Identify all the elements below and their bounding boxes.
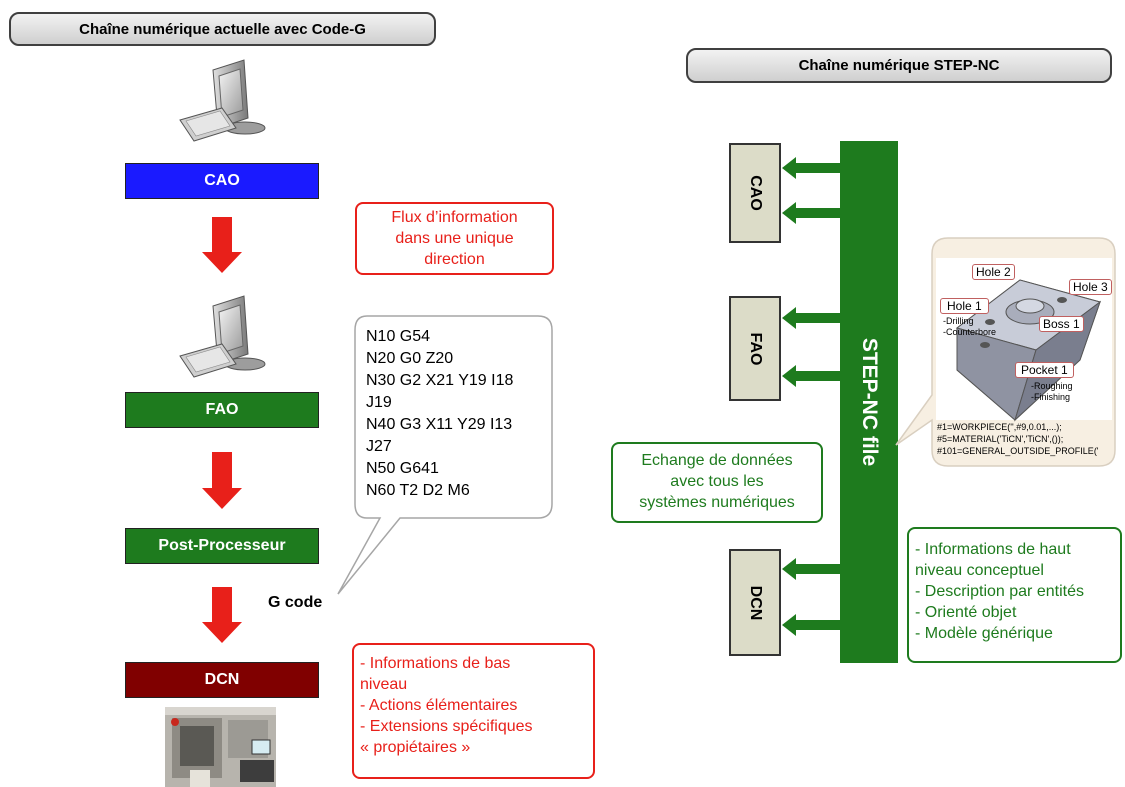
step-nc-bus [840,141,898,663]
step-fao: FAO [125,392,319,428]
op-line: -Roughing [1031,381,1073,391]
step-label: CAO [204,172,240,189]
gcode-line: N40 G3 X11 Y29 I13 [366,416,513,433]
double-arrow-icon [782,614,840,636]
note-line: - Actions élémentaires [360,697,518,714]
double-arrow-icon [782,202,840,224]
left-title: Chaîne numérique actuelle avec Code-G [9,12,436,46]
exchange-note: Echange de données avec tous les système… [611,442,823,523]
system-fao: FAO [729,296,781,401]
flow-arrows [202,217,242,643]
gcode-line: N60 T2 D2 M6 [366,482,470,499]
computer-icon [179,295,266,378]
gcode-listing: N10 G54 N20 G0 Z20 N30 G2 X21 Y19 I18 J1… [366,326,548,502]
code-line: #101=GENERAL_OUTSIDE_PROFILE(' [937,446,1099,456]
gcode-bubble-shape [337,315,553,595]
note-line: « propiétaires » [360,739,471,756]
left-title-text: Chaîne numérique actuelle avec Code-G [79,20,366,38]
note-line: - Extensions spécifiques [360,718,533,735]
gcode-line: N10 G54 [366,328,431,345]
low-level-note: - Informations de bas niveau - Actions é… [352,643,595,779]
note-line: Flux d’information [391,209,518,226]
code-line: #1=WORKPIECE('',#9,0.01,...); [937,422,1062,432]
gcode-line: J27 [366,438,392,455]
gcode-line: N30 G2 X21 Y19 I18 [366,372,514,389]
gcode-line: N20 G0 Z20 [366,350,454,367]
part-label-hole2: Hole 2 [972,264,1015,280]
op-line: -Drilling [943,316,974,326]
note-line: systèmes numériques [639,494,795,511]
step-label: DCN [204,671,240,688]
system-label: FAO [747,332,764,365]
part-label-hole3: Hole 3 [1069,279,1112,295]
note-line: - Informations de haut [915,541,1071,558]
part-label-pocket1-ops: -Roughing -Finishing [1031,381,1073,403]
op-line: -Finishing [1031,392,1071,402]
bus-label-text: STEP-NC file [858,337,881,467]
step-cao: CAO [125,163,319,199]
gcode-line: J19 [366,394,392,411]
note-line: avec tous les [670,473,764,490]
note-line: - Informations de bas [360,655,511,672]
note-line: Echange de données [641,452,793,469]
system-cao: CAO [729,143,781,243]
right-title: Chaîne numérique STEP-NC [686,48,1112,83]
computer-icon [179,59,266,142]
part-label-boss1: Boss 1 [1039,316,1084,332]
bus-arrows [782,157,840,636]
note-line: niveau [360,676,408,693]
note-line: direction [424,251,485,268]
flux-note: Flux d’information dans une unique direc… [355,202,554,275]
machine-tool-photo [165,707,276,787]
note-line: niveau conceptuel [915,562,1044,579]
step-dcn: DCN [125,662,319,698]
down-arrow-icon [202,452,242,509]
high-level-note: - Informations de haut niveau conceptuel… [907,527,1122,663]
down-arrow-icon [202,217,242,273]
double-arrow-icon [782,365,840,387]
op-line: -Counterbore [943,327,997,337]
right-title-text: Chaîne numérique STEP-NC [798,57,1000,74]
system-dcn: DCN [729,549,781,656]
note-line: - Orienté objet [915,604,1017,621]
code-line: #5=MATERIAL('TiCN','TiCN',()); [937,434,1064,444]
part-label-hole1-ops: -Drilling -Counterbore [943,316,996,338]
step-nc-code: #1=WORKPIECE('',#9,0.01,...); #5=MATERIA… [937,421,1099,457]
double-arrow-icon [782,558,840,580]
down-arrow-icon [202,587,242,643]
double-arrow-icon [782,307,840,329]
system-label: DCN [747,585,764,620]
step-label: Post-Processeur [158,537,286,554]
note-line: - Description par entités [915,583,1084,600]
double-arrow-icon [782,157,840,179]
note-line: dans une unique [395,230,514,247]
gcode-label: G code [268,594,323,611]
gcode-line: N50 G641 [366,460,439,477]
part-label-hole1: Hole 1 [940,298,989,314]
part-label-pocket1: Pocket 1 [1015,362,1074,378]
step-label: FAO [205,401,239,418]
note-line: - Modèle générique [915,625,1053,642]
system-label: CAO [747,175,764,211]
step-post-processeur: Post-Processeur [125,528,319,564]
